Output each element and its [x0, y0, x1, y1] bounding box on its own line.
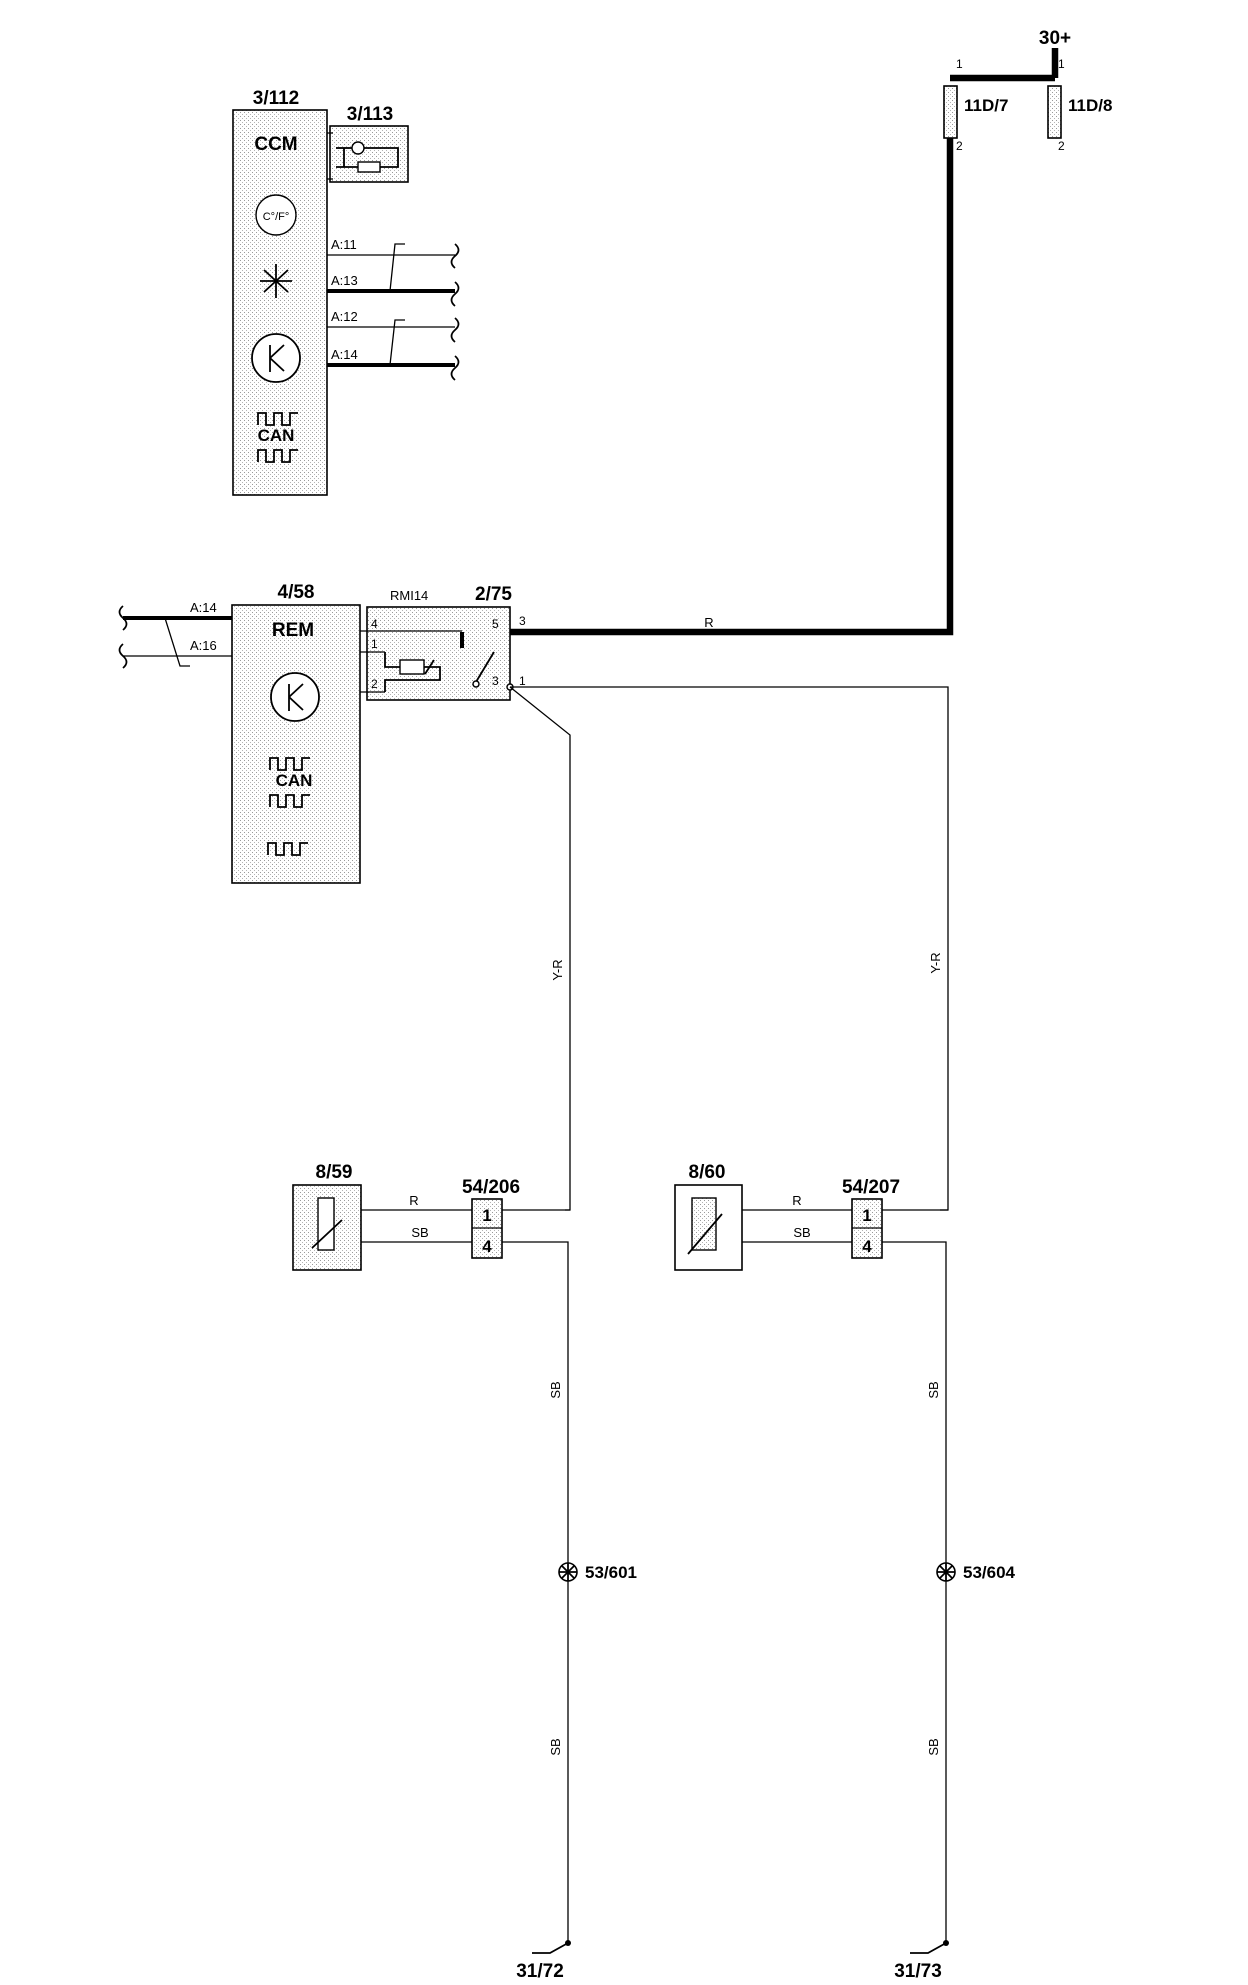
feed-wire-left	[509, 686, 571, 1211]
relay-pin-label: 1	[519, 674, 526, 688]
switch-element-icon	[317, 1197, 335, 1251]
relay-box	[366, 606, 511, 701]
splice-icon	[936, 1562, 956, 1582]
switch-element-icon	[691, 1197, 717, 1251]
splice-icon	[558, 1562, 578, 1582]
rem-ref-label: 4/58	[278, 582, 315, 603]
wire-label: SB	[793, 1225, 810, 1240]
right-branch: 8/60 R SB 54/207 1 4 SB SB 53/604 31/73	[674, 1162, 1016, 1982]
relay-pin-label: 5	[492, 617, 499, 631]
temperature-icon: C°/F°	[255, 194, 297, 236]
relay-pin-label: 1	[371, 637, 378, 651]
rem-can-label: CAN	[276, 771, 313, 790]
rem-module: 4/58 REM CAN	[231, 582, 361, 884]
component-ref-label: 8/59	[316, 1162, 353, 1183]
relay-ref-label: 2/75	[475, 584, 512, 605]
relay-contact-switch	[475, 651, 495, 683]
relay-2-75: RMI14 2/75 4 5 1 2 3 3 1	[360, 584, 526, 701]
relay-coil-icon	[399, 659, 425, 675]
resistor-icon	[357, 161, 381, 173]
relay-pin-label: 3	[519, 614, 526, 628]
ground-wire-label: SB	[548, 1381, 563, 1398]
fuse-11d7: 1 11D/7 2	[943, 57, 1008, 153]
sensor-3-113: 3/113	[327, 104, 409, 183]
relay-pin-label: 4	[371, 617, 378, 631]
transistor-icon	[251, 333, 301, 383]
connector-pin-label: 1	[862, 1206, 871, 1225]
main-feed-wire-label: R	[704, 615, 713, 630]
feed-wire-right-label: Y-R	[928, 952, 943, 973]
ccm-ref-label: 3/112	[253, 88, 300, 109]
star-network-icon	[260, 264, 292, 298]
ground-label: 31/72	[516, 1961, 564, 1980]
fuse-11d8: 1 11D/8 2	[1047, 57, 1112, 153]
transistor-icon	[270, 672, 320, 722]
connector-pin-label: 4	[482, 1237, 492, 1256]
ground-wire-label: SB	[548, 1738, 563, 1755]
wire-break-icon	[450, 243, 460, 381]
ccm-pin-label: A:12	[331, 309, 358, 324]
fuse-pin-label: 1	[1058, 57, 1065, 71]
connector-ref-label: 54/206	[462, 1177, 520, 1198]
ccm-module: 3/112 CCM C°/F° CAN	[232, 88, 328, 496]
can-wave-icon	[267, 842, 308, 856]
ccm-box	[232, 109, 328, 496]
rem-box	[231, 604, 361, 884]
temperature-symbol-label: C°/F°	[263, 211, 290, 223]
component-ref-label: 8/60	[689, 1162, 726, 1183]
relay-pin-label: 3	[492, 674, 499, 688]
wire-label: R	[792, 1193, 801, 1208]
can-wave-icon	[257, 412, 298, 426]
sensor-box	[329, 125, 409, 183]
supply-30plus: 30+	[950, 28, 1071, 82]
main-feed-wire	[458, 138, 954, 648]
can-wave-icon	[257, 449, 298, 463]
left-branch: 8/59 R SB 54/206 1 4 SB SB 53/601 31/72	[292, 1162, 637, 1982]
rem-pin-label: A:16	[190, 638, 217, 653]
ccm-wiring: A:11 A:13 A:12 A:14	[327, 237, 460, 381]
ground-icon	[910, 1940, 949, 1954]
connector-ref-label: 54/207	[842, 1177, 900, 1198]
ccm-pin-label: A:14	[331, 347, 358, 362]
fuse-pin-label: 2	[1058, 139, 1065, 153]
ground-label: 31/73	[894, 1961, 942, 1980]
indicator-lamp-icon	[351, 141, 365, 155]
fuse-body	[943, 85, 958, 139]
splice-label: 53/604	[963, 1563, 1016, 1582]
ccm-pin-label: A:13	[331, 273, 358, 288]
fuse-ref-label: 11D/8	[1068, 96, 1112, 115]
rem-name-label: REM	[272, 620, 314, 641]
rem-pin-label: A:14	[190, 600, 217, 615]
feed-wire-right	[510, 686, 949, 1211]
relay-pin-label: 2	[371, 677, 378, 691]
ccm-name-label: CCM	[254, 134, 297, 155]
wire-label: R	[409, 1193, 418, 1208]
ground-icon	[532, 1940, 571, 1954]
feed-wire-left-label: Y-R	[550, 959, 565, 980]
wire-break-icon	[118, 605, 128, 669]
fuse-pin-label: 2	[956, 139, 963, 153]
ground-wire-label: SB	[926, 1738, 941, 1755]
ccm-pin-label: A:11	[331, 237, 357, 252]
ground-wire-label: SB	[926, 1381, 941, 1398]
fuse-ref-label: 11D/7	[964, 96, 1008, 115]
rem-wiring: A:14 A:16	[118, 600, 232, 669]
fuse-pin-label: 1	[956, 57, 963, 71]
relay-name-label: RMI14	[390, 588, 428, 603]
can-wave-icon	[269, 794, 310, 808]
ccm-can-label: CAN	[258, 426, 295, 445]
fuse-body	[1047, 85, 1062, 139]
connector-pin-label: 1	[482, 1206, 491, 1225]
connector-pin-label: 4	[862, 1237, 872, 1256]
wire-label: SB	[411, 1225, 428, 1240]
can-wave-icon	[269, 757, 310, 771]
sensor-ref-label: 3/113	[347, 104, 394, 125]
splice-label: 53/601	[585, 1563, 637, 1582]
supply-label: 30+	[1039, 28, 1071, 49]
